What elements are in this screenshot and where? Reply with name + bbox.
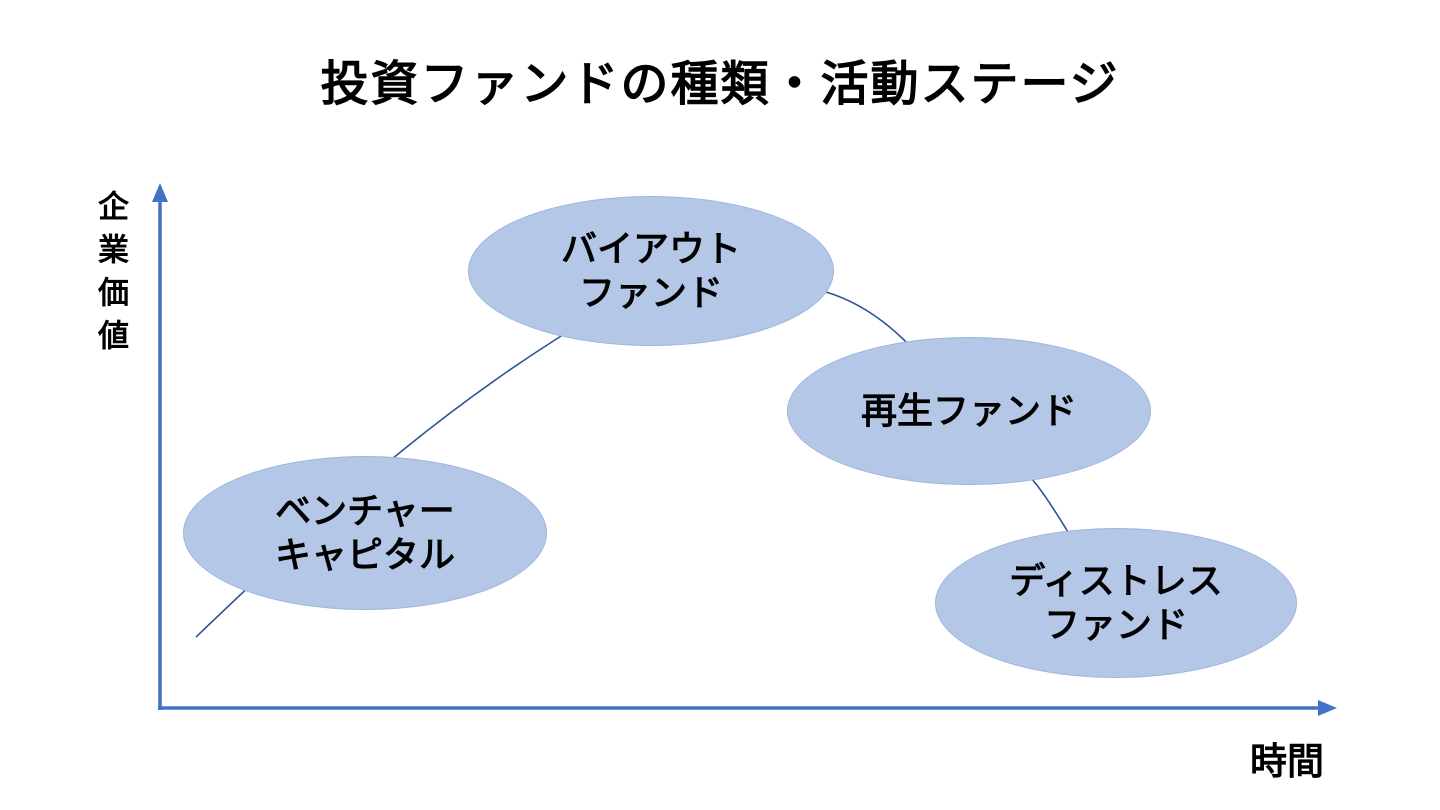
y-axis-label: 企業価値 — [93, 190, 128, 362]
ellipse-venture-capital: ベンチャー キャピタル — [183, 456, 547, 610]
ellipse-turnaround-fund: 再生ファンド — [787, 337, 1151, 485]
x-axis-label: 時間 — [1250, 741, 1324, 782]
x-axis-arrowhead — [1318, 700, 1337, 716]
page-title: 投資ファンドの種類・活動ステージ — [320, 58, 1120, 111]
ellipse-buyout-fund: バイアウト ファンド — [468, 196, 834, 346]
y-axis-arrowhead — [152, 183, 168, 202]
ellipse-distressed-fund: ディストレス ファンド — [935, 528, 1297, 678]
